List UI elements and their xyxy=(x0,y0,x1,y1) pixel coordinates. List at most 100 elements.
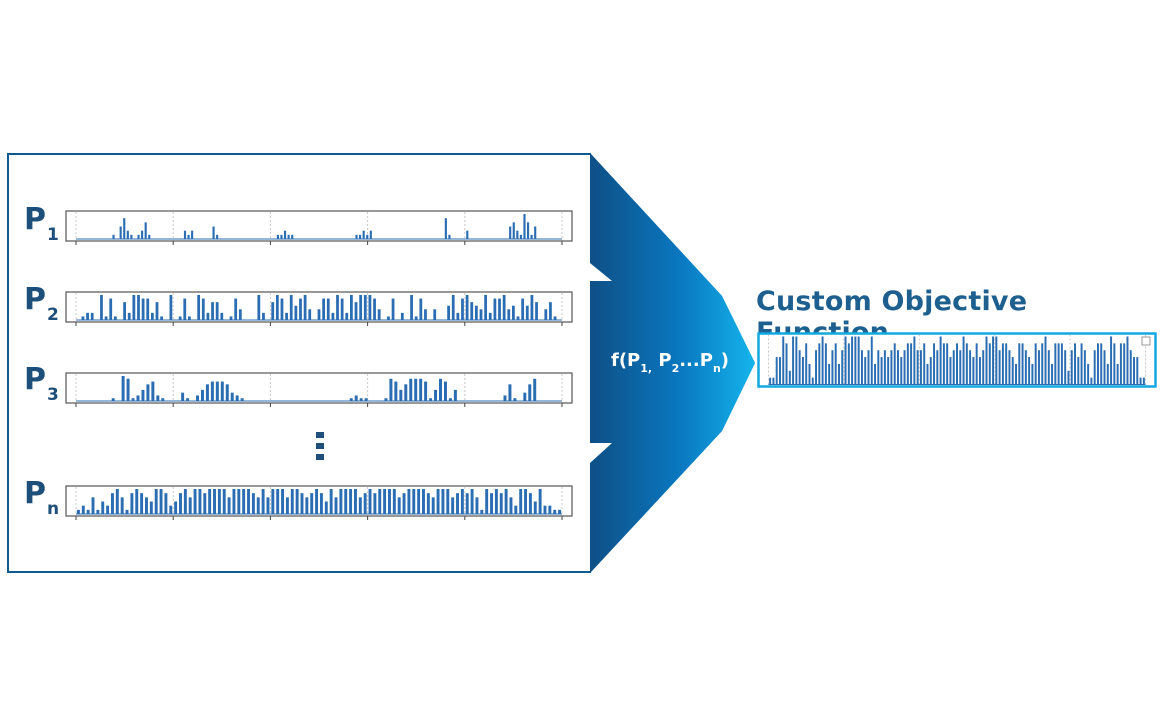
bar xyxy=(433,309,437,320)
bar xyxy=(389,378,393,401)
bar xyxy=(488,312,492,320)
bar xyxy=(880,357,883,385)
bar xyxy=(851,336,854,385)
bar xyxy=(972,357,975,385)
bar xyxy=(837,363,840,385)
bar xyxy=(110,493,114,514)
bar xyxy=(558,509,562,514)
bar xyxy=(135,489,139,514)
bar xyxy=(322,298,326,320)
bar xyxy=(410,295,413,320)
bar xyxy=(144,222,147,239)
bar xyxy=(1077,357,1080,385)
bar xyxy=(949,357,952,385)
bar xyxy=(877,350,880,385)
bar xyxy=(120,497,124,514)
bar xyxy=(336,295,339,320)
bar xyxy=(151,381,155,401)
bar xyxy=(373,493,377,514)
bar xyxy=(1113,343,1116,385)
bar xyxy=(126,230,129,239)
bar xyxy=(294,305,298,320)
bar xyxy=(494,489,498,514)
bar xyxy=(818,343,821,385)
bar xyxy=(364,398,368,401)
bar xyxy=(271,489,275,514)
bar xyxy=(926,363,929,385)
bar xyxy=(146,298,150,320)
bar xyxy=(212,226,215,239)
bar xyxy=(91,497,95,514)
bar xyxy=(524,489,528,514)
bar xyxy=(1008,350,1011,385)
bar xyxy=(196,395,199,401)
bar xyxy=(362,230,365,239)
bar xyxy=(402,493,406,514)
bar xyxy=(154,489,158,514)
bar xyxy=(234,298,238,320)
bar xyxy=(834,343,837,385)
bar xyxy=(1041,343,1044,385)
bar xyxy=(992,336,995,385)
bar xyxy=(387,316,390,320)
bar xyxy=(378,489,382,514)
bar xyxy=(81,505,85,514)
bar xyxy=(359,398,363,401)
bar xyxy=(149,501,153,514)
bar xyxy=(883,350,886,385)
bar xyxy=(801,357,804,385)
bar xyxy=(222,489,226,514)
bar xyxy=(447,305,450,320)
bar xyxy=(354,302,358,320)
bar xyxy=(96,509,100,514)
bar xyxy=(123,302,126,320)
bar xyxy=(285,312,288,320)
bar xyxy=(448,398,452,401)
bar xyxy=(187,234,190,239)
bar xyxy=(399,389,403,401)
bar xyxy=(890,350,893,385)
bar xyxy=(161,398,165,401)
bar xyxy=(439,378,442,401)
bar xyxy=(530,234,533,239)
bar xyxy=(186,398,190,401)
bar xyxy=(130,234,133,239)
bar xyxy=(1067,370,1070,385)
bar xyxy=(523,392,527,401)
bar xyxy=(276,489,280,514)
bar xyxy=(995,336,998,385)
bar xyxy=(256,497,260,514)
bar xyxy=(237,489,241,514)
bar xyxy=(965,343,968,385)
bar xyxy=(1047,350,1050,385)
bar xyxy=(434,389,438,401)
bar xyxy=(512,305,515,320)
bar xyxy=(906,343,909,385)
bar xyxy=(1110,336,1113,385)
bar xyxy=(844,336,847,385)
bar xyxy=(359,234,362,239)
bar xyxy=(1054,343,1057,385)
bar xyxy=(141,389,145,401)
bar xyxy=(788,370,791,385)
bar xyxy=(782,336,785,385)
bar xyxy=(831,350,834,385)
bar xyxy=(132,295,136,320)
bar xyxy=(205,384,209,401)
function-expression: f(P1, P2...Pn) xyxy=(611,350,730,375)
bar xyxy=(1051,363,1054,385)
bar xyxy=(101,501,105,514)
bar xyxy=(535,302,538,320)
bar xyxy=(456,493,459,514)
bar xyxy=(451,497,455,514)
bar xyxy=(553,509,557,514)
bar xyxy=(358,497,362,514)
bar xyxy=(923,343,926,385)
bar xyxy=(919,350,922,385)
bar xyxy=(115,489,119,514)
bar xyxy=(349,489,353,514)
bar xyxy=(215,381,219,401)
bar xyxy=(156,395,160,401)
bar xyxy=(485,489,489,514)
bar xyxy=(1103,350,1106,385)
